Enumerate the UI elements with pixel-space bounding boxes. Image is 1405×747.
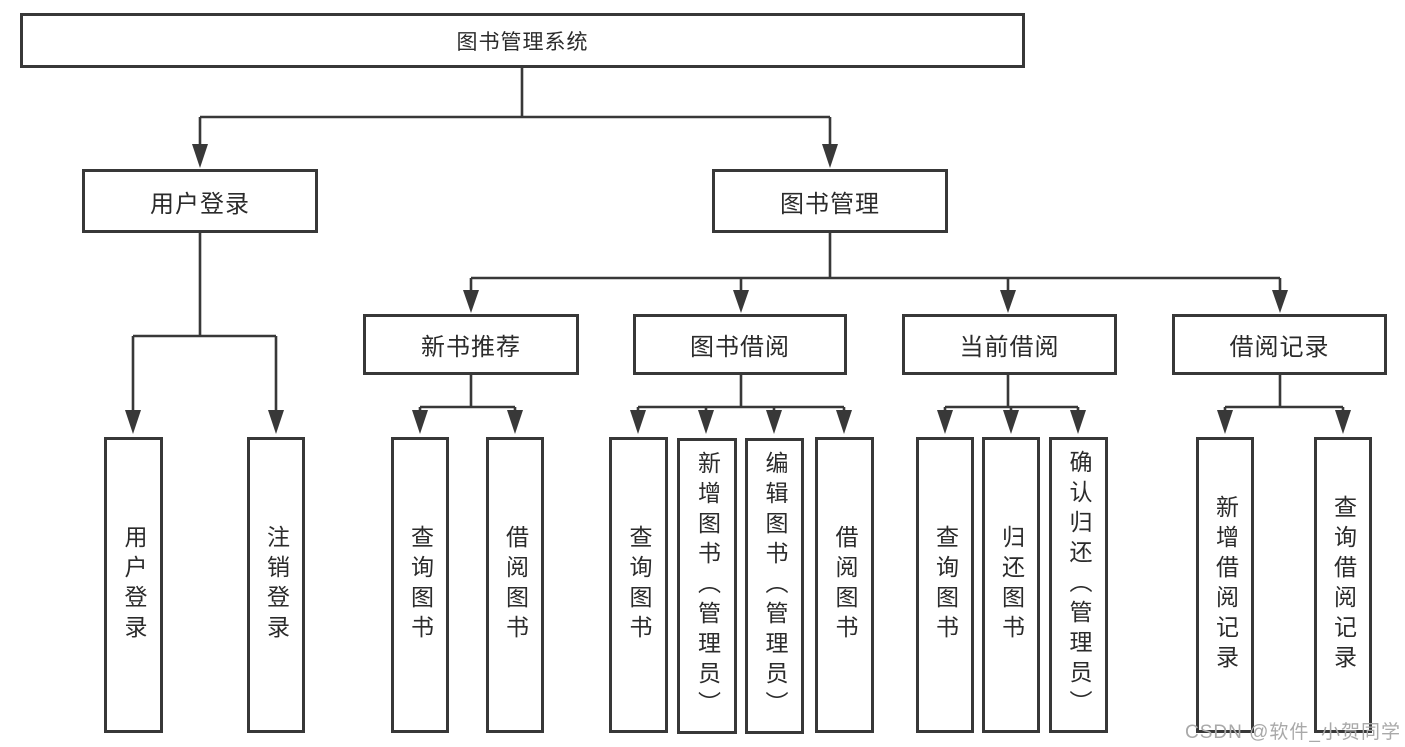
leaf-confirm-return-admin: 确认归还（管理员） [1049,437,1108,733]
watermark: CSDN @软件_小贺同学 [1185,722,1401,743]
leaf-add-books-admin: 新增图书（管理员） [677,438,737,734]
leaf-user-login: 用户登录 [104,437,163,733]
leaf-borrow-books: 借阅图书 [815,437,874,733]
leaf-logout: 注销登录 [247,437,305,733]
leaf-borrow-books-recommend: 借阅图书 [486,437,544,733]
leaf-query-books-current: 查询图书 [916,437,974,733]
node-new-book-recommendation: 新书推荐 [363,314,579,375]
node-library-system: 图书管理系统 [20,13,1025,68]
node-book-borrowing: 图书借阅 [633,314,847,375]
node-user-login: 用户登录 [82,169,318,233]
leaf-edit-books-admin: 编辑图书（管理员） [745,438,804,734]
leaf-query-books-borrow: 查询图书 [609,437,668,733]
node-book-management: 图书管理 [712,169,948,233]
node-current-borrowing: 当前借阅 [902,314,1117,375]
leaf-return-books: 归还图书 [982,437,1040,733]
leaf-add-borrow-record: 新增借阅记录 [1196,437,1254,733]
node-borrowing-records: 借阅记录 [1172,314,1387,375]
leaf-query-borrow-record: 查询借阅记录 [1314,437,1372,733]
leaf-query-books-recommend: 查询图书 [391,437,449,733]
